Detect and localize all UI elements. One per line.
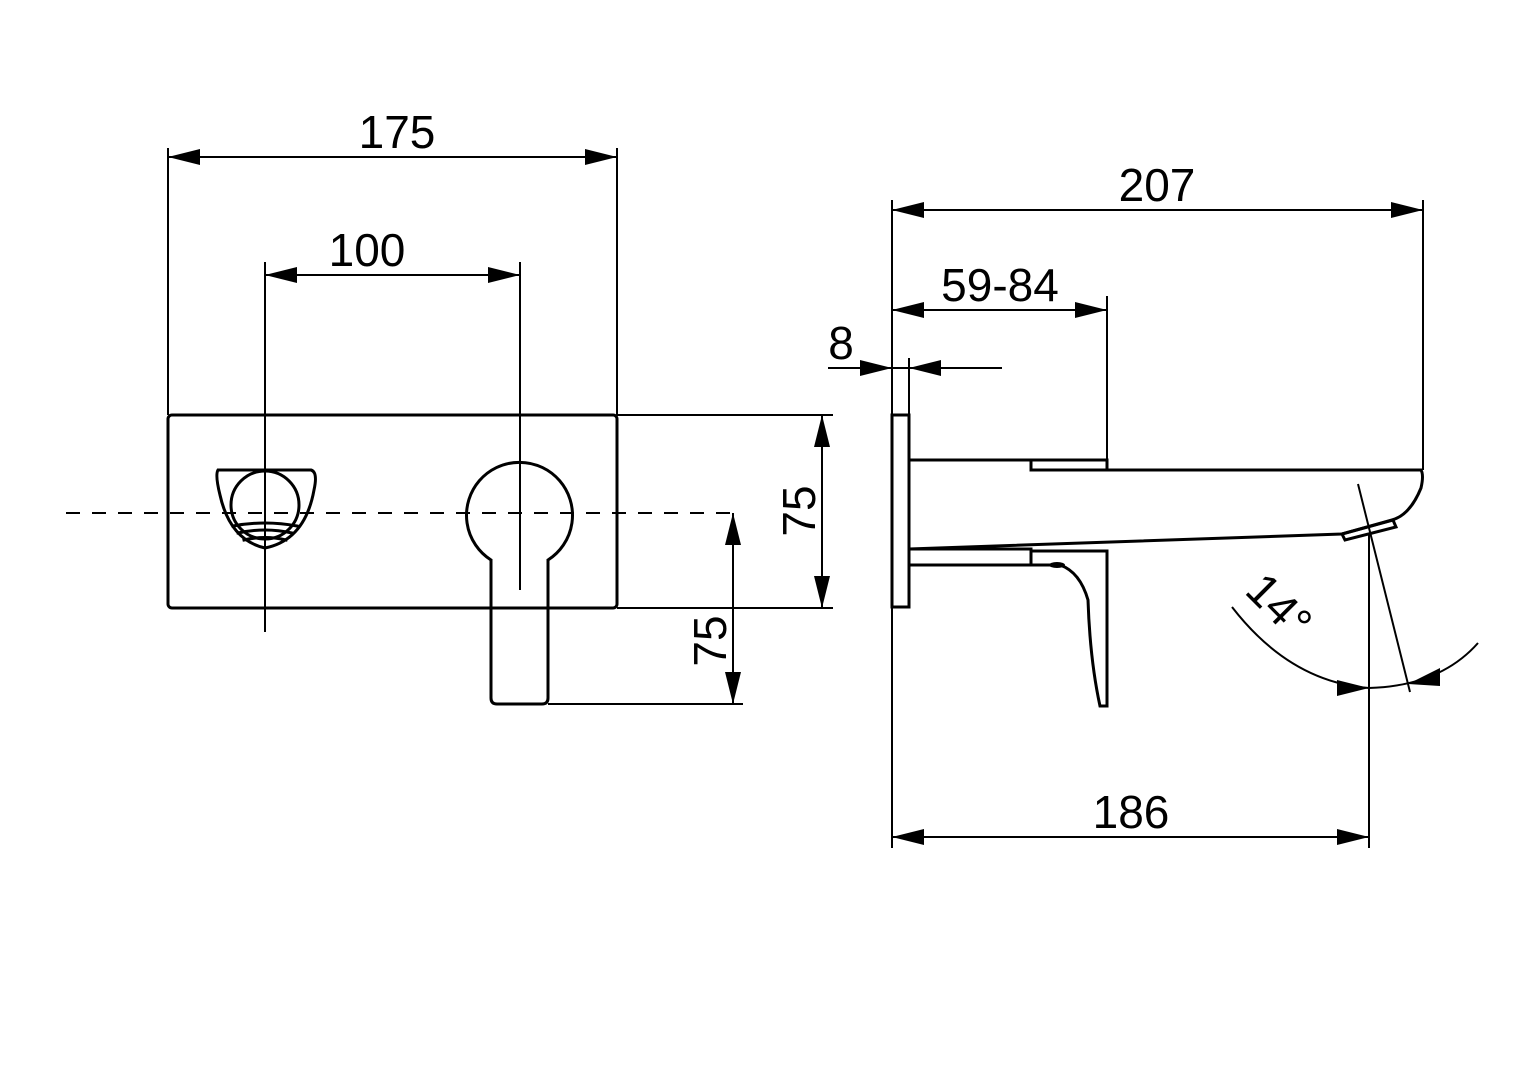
side-wall-plate <box>890 413 911 609</box>
dim-plate-height-label: 75 <box>773 485 825 536</box>
spout-outlet <box>215 468 317 550</box>
dim-overall-depth-label: 207 <box>1119 159 1196 211</box>
front-wall-plate <box>166 413 619 610</box>
dim-spout-angle: 14° <box>1231 483 1479 696</box>
dim-spout-reach: 186 <box>892 786 1369 845</box>
mixer-handle <box>465 460 574 706</box>
dim-lever-drop-label: 75 <box>684 615 736 666</box>
dim-adjust-range: 59-84 <box>892 259 1107 318</box>
dim-center-distance-label: 100 <box>329 224 406 276</box>
dim-overall-width-label: 175 <box>359 106 436 158</box>
dim-lever-drop: 75 <box>684 513 741 704</box>
side-lever <box>907 547 1109 708</box>
dim-plate-thickness: 8 <box>828 317 1002 376</box>
dim-overall-width: 175 <box>168 106 617 165</box>
dim-spout-angle-label: 14° <box>1236 563 1322 649</box>
dim-plate-height: 75 <box>773 415 830 608</box>
front-view: 175 100 75 75 <box>66 106 833 706</box>
dim-center-distance: 100 <box>265 224 520 283</box>
spout-body <box>907 458 1424 551</box>
dim-spout-reach-label: 186 <box>1093 786 1170 838</box>
side-view: 207 59-84 8 186 14° <box>828 159 1479 848</box>
dim-adjust-range-label: 59-84 <box>941 259 1059 311</box>
dim-overall-depth: 207 <box>892 159 1423 218</box>
dim-plate-thickness-label: 8 <box>828 317 854 369</box>
